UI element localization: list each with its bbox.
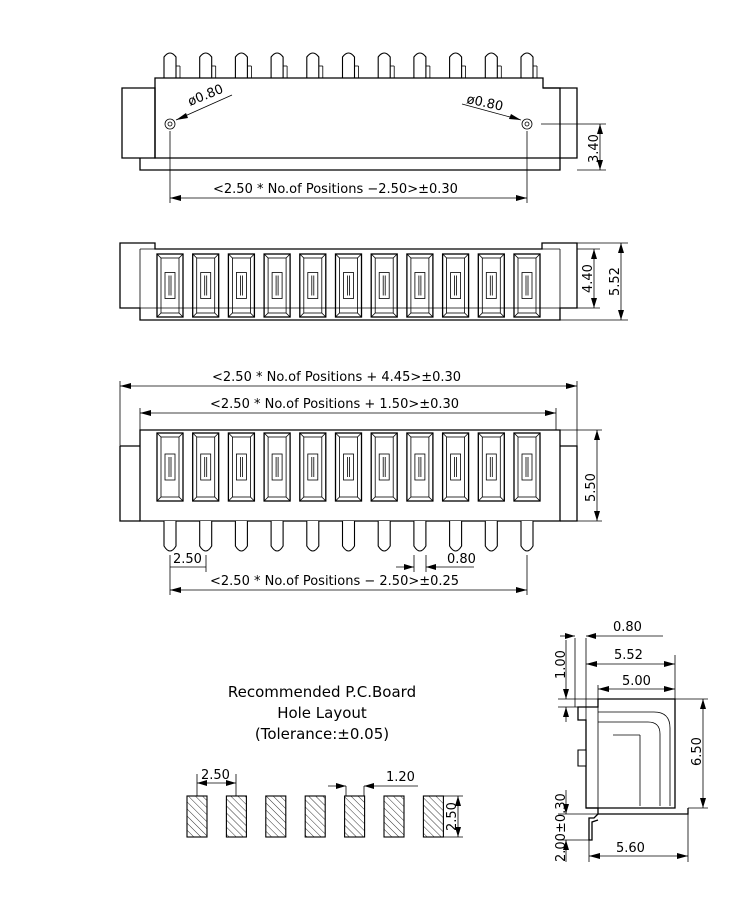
contact-cell bbox=[156, 432, 184, 502]
bottom-pin bbox=[341, 521, 356, 552]
bottom-pin bbox=[449, 521, 463, 552]
side-inner-width-label: 5.00 bbox=[622, 674, 651, 689]
side-top-height-label: 1.00 bbox=[554, 650, 569, 679]
side-base-width-label: 5.60 bbox=[616, 841, 645, 856]
contact-cell bbox=[334, 432, 363, 502]
top-pin bbox=[377, 52, 391, 78]
bottom-view: <2.50 * No.of Positions + 4.45>±0.30 <2.… bbox=[119, 370, 602, 595]
contact-cell bbox=[156, 253, 184, 318]
top-pin bbox=[449, 52, 463, 78]
pin-span-label: <2.50 * No.of Positions − 2.50>±0.25 bbox=[210, 574, 459, 589]
right-mount-hole bbox=[521, 118, 533, 130]
bottom-view-pins bbox=[163, 521, 534, 552]
bottom-view-contacts bbox=[156, 432, 541, 502]
pcb-layout: Recommended P.C.Board Hole Layout (Toler… bbox=[186, 683, 463, 838]
contact-cell bbox=[299, 432, 327, 502]
contact-cell bbox=[441, 432, 470, 502]
top-pin bbox=[484, 52, 498, 78]
front-view: 4.40 5.52 bbox=[119, 242, 628, 321]
top-pin bbox=[270, 52, 284, 78]
top-height-label: 3.40 bbox=[587, 134, 602, 163]
side-top-offset-label: 0.80 bbox=[613, 620, 642, 635]
bottom-pin bbox=[484, 521, 498, 552]
contact-cell bbox=[406, 253, 434, 318]
pcb-title-line2: Hole Layout bbox=[277, 704, 367, 722]
pcb-pad bbox=[383, 795, 405, 838]
pcb-pads bbox=[186, 795, 444, 838]
contact-cell bbox=[299, 253, 327, 318]
contact-cell bbox=[441, 253, 470, 318]
contact-cell bbox=[334, 253, 363, 318]
contact-cell bbox=[477, 253, 505, 318]
contact-cell bbox=[477, 432, 505, 502]
bottom-height-label: 5.50 bbox=[584, 473, 599, 502]
pcb-pad bbox=[186, 795, 208, 838]
pcb-pad bbox=[304, 795, 326, 838]
front-view-contacts bbox=[156, 253, 541, 318]
top-pin bbox=[341, 52, 356, 78]
front-outer-height-label: 5.52 bbox=[608, 267, 623, 296]
contact-cell bbox=[192, 432, 220, 502]
contact-cell bbox=[370, 253, 398, 318]
side-view-body bbox=[577, 698, 676, 809]
pcb-pad-height-label: 2.50 bbox=[445, 802, 460, 831]
hole-dia-left-label: ø0.80 bbox=[186, 82, 226, 110]
contact-cell bbox=[192, 253, 220, 318]
bottom-pin bbox=[270, 521, 284, 552]
contact-cell bbox=[263, 432, 291, 502]
top-view-left-flange bbox=[121, 87, 156, 159]
top-pin bbox=[413, 52, 427, 78]
front-inner-height-label: 4.40 bbox=[581, 264, 596, 293]
pcb-title-line3: (Tolerance:±0.05) bbox=[255, 725, 389, 743]
top-pin bbox=[163, 52, 177, 78]
hole-dia-right-label: ø0.80 bbox=[465, 92, 504, 114]
contact-cell bbox=[370, 432, 398, 502]
bottom-pin bbox=[234, 521, 248, 552]
contact-cell bbox=[227, 432, 256, 502]
side-height-label: 6.50 bbox=[690, 737, 705, 766]
bottom-pin bbox=[413, 521, 427, 552]
top-span-label: <2.50 * No.of Positions −2.50>±0.30 bbox=[213, 182, 458, 197]
top-pin bbox=[520, 52, 534, 78]
pcb-pad bbox=[265, 795, 287, 838]
pin-width-label: 0.80 bbox=[447, 552, 476, 567]
left-mount-hole bbox=[164, 118, 176, 130]
pcb-pad bbox=[225, 795, 247, 838]
contact-cell bbox=[227, 253, 256, 318]
bottom-pin bbox=[306, 521, 320, 552]
bottom-pin bbox=[199, 521, 213, 552]
bottom-pin bbox=[377, 521, 391, 552]
pcb-pad bbox=[344, 795, 366, 838]
top-pin bbox=[234, 52, 248, 78]
contact-cell bbox=[513, 432, 541, 502]
bottom-pin bbox=[163, 521, 177, 552]
contact-cell bbox=[263, 253, 291, 318]
side-pin-length-label: 2.00±0.30 bbox=[554, 793, 569, 862]
body-width-label: <2.50 * No.of Positions + 1.50>±0.30 bbox=[210, 397, 459, 412]
pcb-pad bbox=[422, 795, 444, 838]
pin-pitch-label: 2.50 bbox=[173, 552, 202, 567]
side-overall-width-label: 5.52 bbox=[614, 648, 643, 663]
top-view-pins bbox=[163, 52, 538, 78]
top-pin bbox=[306, 52, 320, 78]
bottom-pin bbox=[520, 521, 534, 552]
top-pin bbox=[199, 52, 213, 78]
pcb-title-line1: Recommended P.C.Board bbox=[228, 683, 416, 701]
contact-cell bbox=[513, 253, 541, 318]
bottom-view-body bbox=[139, 429, 561, 522]
contact-cell bbox=[406, 432, 434, 502]
top-view: ø0.80 ø0.80 3.40 <2.50 * No.of Positions… bbox=[121, 52, 606, 203]
side-view: 0.80 1.00 5.52 5.00 6.50 2.00± bbox=[554, 620, 708, 862]
overall-width-label: <2.50 * No.of Positions + 4.45>±0.30 bbox=[212, 370, 461, 385]
pcb-gap-label: 1.20 bbox=[386, 770, 415, 785]
pcb-pitch-label: 2.50 bbox=[201, 768, 230, 783]
